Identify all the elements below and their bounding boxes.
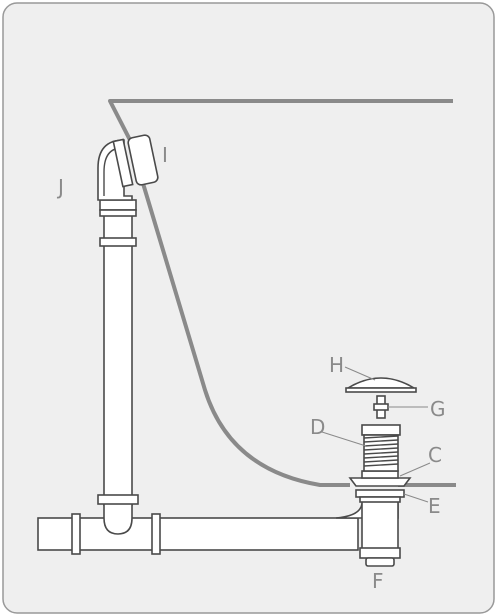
label-g: G — [430, 397, 446, 421]
label-j: J — [56, 175, 64, 199]
threaded-body-d — [361, 424, 401, 472]
pipe-coupling-right — [151, 513, 161, 555]
drain-shoe-f — [335, 499, 401, 567]
faceplate-cover — [127, 134, 159, 186]
gasket-top — [355, 489, 405, 498]
leader-d — [321, 431, 367, 447]
shoe-body — [361, 499, 399, 551]
shoe-outlet — [365, 557, 395, 567]
drain-pipe — [37, 494, 359, 555]
bathtub-outline — [108, 99, 456, 487]
tub-wall-line — [108, 99, 453, 487]
overflow-pipe — [99, 199, 137, 506]
label-h: H — [329, 353, 344, 377]
stopper-cap-h — [345, 377, 417, 393]
label-f: F — [372, 569, 384, 593]
threaded-body-cap — [361, 424, 401, 436]
overflow-vertical-pipe — [103, 204, 133, 506]
drain-gasket-e — [355, 489, 405, 503]
leader-h — [344, 366, 376, 381]
threads — [363, 435, 399, 467]
faceplate-gasket — [112, 138, 134, 188]
shoe-collar — [359, 547, 401, 559]
tee-slip-nut — [97, 494, 139, 505]
overflow-slip-nut — [99, 199, 137, 211]
gasket-bottom — [359, 496, 401, 503]
overflow-pipe-ring — [99, 237, 137, 247]
leader-lines — [321, 366, 431, 503]
overflow-washer — [99, 209, 137, 217]
drain-tee — [103, 499, 133, 535]
horizontal-drain-pipe — [37, 517, 359, 551]
label-d: D — [310, 415, 325, 439]
leader-c — [399, 462, 431, 477]
flange-top — [361, 470, 399, 479]
stem-clip — [373, 403, 389, 411]
leader-e — [403, 493, 429, 503]
cap-base — [345, 387, 417, 393]
label-i: I — [162, 143, 168, 167]
overflow-faceplate-i — [112, 134, 159, 188]
pipe-coupling-left — [71, 513, 81, 555]
label-e: E — [428, 494, 441, 518]
label-c: C — [428, 443, 442, 467]
flange-rim — [348, 477, 412, 487]
